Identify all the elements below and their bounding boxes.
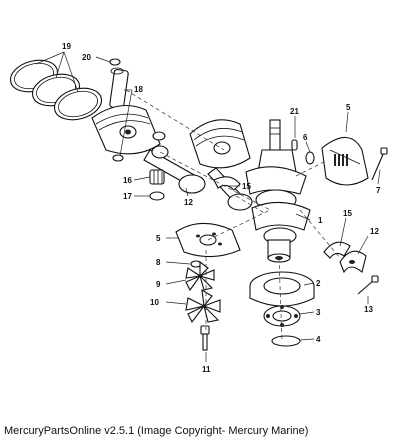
callout-20: 20 [82,53,91,62]
callout-11: 11 [202,365,211,374]
callout-18: 18 [134,85,143,94]
callout-leader-lines [35,51,381,362]
callout-7: 7 [376,186,381,195]
callout-17: 17 [123,192,132,201]
woodruff-key[interactable] [291,139,298,151]
pin-retainer-clip-lower[interactable] [112,154,124,162]
piston-rings[interactable] [7,55,105,124]
callout-3: 3 [316,308,321,317]
upper-end-cap[interactable] [321,136,369,186]
washer-top[interactable] [152,131,166,141]
callout-10: 10 [150,298,159,307]
connecting-rod-left[interactable] [143,145,206,194]
crankshaft[interactable] [245,119,311,263]
callout-12-left: 12 [184,198,193,207]
callout-5-upper: 5 [346,103,351,112]
callout-labels: 19 20 18 21 5 6 7 16 12 15 17 1 5 15 12 … [62,42,381,374]
callout-13: 13 [364,305,373,314]
rod-bearing-cage[interactable] [213,176,241,191]
callout-2: 2 [316,279,321,288]
main-bearing-race[interactable] [249,271,315,307]
rod-cap-bearing[interactable] [323,241,351,259]
rod-cap[interactable] [339,250,367,274]
reed-valve-petals-lower[interactable] [185,288,221,324]
ball-bearing[interactable] [263,305,301,327]
callout-12-right: 12 [370,227,379,236]
callout-5-lower: 5 [156,234,161,243]
snap-ring[interactable] [271,335,301,347]
reed-screw[interactable] [200,325,210,351]
callout-15-left: 15 [242,182,251,191]
thrust-washer[interactable] [149,191,165,201]
wrist-pin[interactable] [109,67,129,109]
callout-21: 21 [290,107,299,116]
callout-1: 1 [318,216,323,225]
reed-valve-petals-upper[interactable] [185,260,215,292]
callout-19: 19 [62,42,71,51]
needle-bearing[interactable] [149,169,165,185]
end-cap-screw[interactable] [371,147,388,181]
callout-15-right: 15 [343,209,352,218]
pin-retainer-clip[interactable] [109,58,121,66]
copyright-footer: MercuryPartsOnline v2.5.1 (Image Copyrig… [4,425,309,437]
callout-6: 6 [303,133,308,142]
piston-left[interactable] [91,104,161,155]
callout-4: 4 [316,335,321,344]
rod-cap-screw[interactable] [357,275,379,295]
callout-8: 8 [156,258,161,267]
parts-exploded-diagram: 19 20 18 21 5 6 7 16 12 15 17 1 5 15 12 … [7,42,388,374]
callout-16: 16 [123,176,132,185]
piston-right[interactable] [189,119,251,169]
lower-end-cap[interactable] [175,222,241,258]
oil-seal[interactable] [305,151,315,165]
assembly-guide-lines [125,89,341,341]
callout-9: 9 [156,280,161,289]
